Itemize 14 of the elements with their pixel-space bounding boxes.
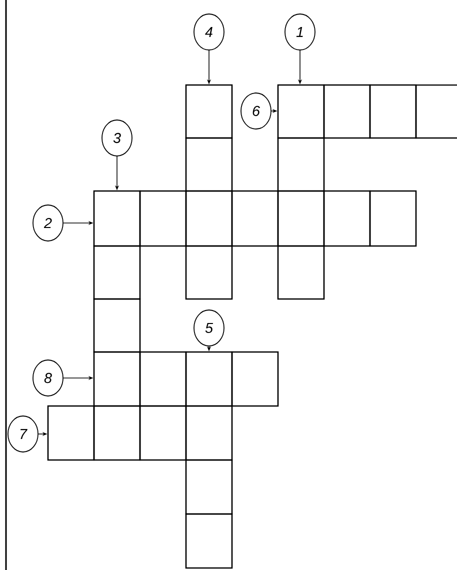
crossword-cell [185, 351, 233, 407]
clue-number: 4 [194, 14, 224, 50]
clue-number: 7 [8, 416, 38, 452]
clue-number: 3 [102, 120, 132, 156]
clue-number: 2 [32, 204, 64, 242]
crossword-cell [277, 84, 325, 139]
clue-number: 6 [240, 92, 272, 130]
clue-number: 5 [194, 310, 224, 346]
crossword-cell [47, 405, 95, 461]
crossword-cell [185, 84, 233, 139]
crossword-cell [93, 190, 141, 247]
clue-number: 8 [32, 360, 64, 396]
crossword-cell [93, 351, 141, 407]
clue-number: 1 [284, 14, 316, 50]
